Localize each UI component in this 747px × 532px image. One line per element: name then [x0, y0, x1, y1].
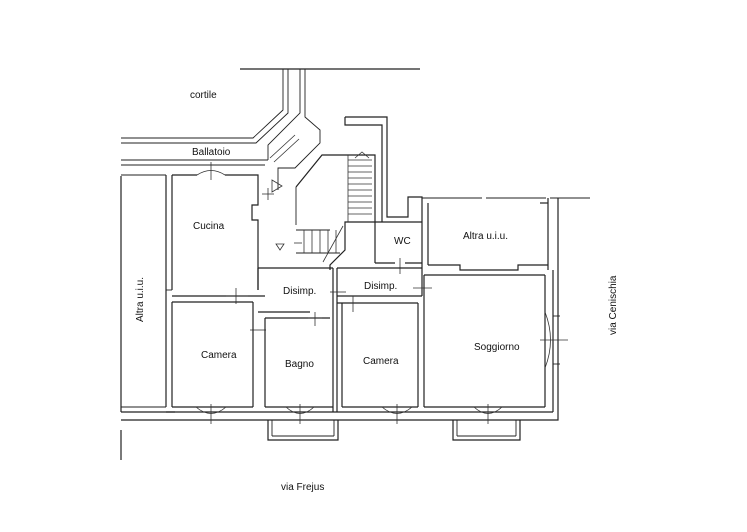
label-via-frejus: via Frejus [281, 482, 324, 493]
label-altra-right: Altra u.i.u. [463, 231, 508, 242]
label-camera-mid: Camera [363, 356, 399, 367]
bottom-room-walls [171, 274, 546, 408]
label-cortile: cortile [190, 90, 217, 101]
label-bagno: Bagno [285, 359, 314, 370]
right-unit-walls [422, 197, 590, 271]
kitchen-walls [166, 162, 265, 297]
label-ballatoio: Ballatoio [192, 147, 231, 158]
label-disimp-2: Disimp. [364, 281, 397, 292]
outer-walls [120, 176, 559, 460]
label-wc: WC [394, 236, 411, 247]
label-altra-left: Altra u.i.u. [135, 277, 146, 322]
wc-walls [344, 116, 423, 274]
courtyard-outline [121, 68, 420, 190]
label-cucina: Cucina [193, 221, 225, 232]
label-soggiorno: Soggiorno [474, 342, 520, 353]
label-via-cenischia: via Cenischia [608, 275, 619, 335]
left-unit-walls [121, 174, 167, 408]
windows-balconies [195, 188, 568, 441]
label-camera-left: Camera [201, 350, 237, 361]
stair-block [271, 151, 376, 270]
corridor-walls [226, 267, 432, 412]
label-disimp-1: Disimp. [283, 286, 316, 297]
